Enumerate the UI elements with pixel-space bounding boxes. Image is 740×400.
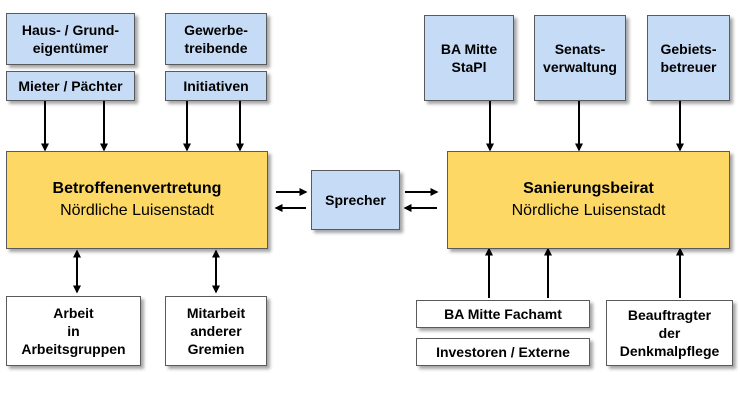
box-investoren-externe: Investoren / Externe: [416, 338, 590, 366]
box-mieter-paechter: Mieter / Pächter: [6, 71, 135, 101]
box-arbeit-arbeitsgruppen-label: Arbeit in Arbeitsgruppen: [21, 305, 126, 357]
box-haus-grundeigentuemer: Haus- / Grund- eigentümer: [6, 13, 135, 65]
box-mitarbeit-gremien-label: Mitarbeit anderer Gremien: [186, 305, 246, 357]
box-beauftragter-denkmalpflege-label: Beauftragter der Denkmalpflege: [619, 307, 720, 359]
box-senatsverwaltung: Senats- verwaltung: [534, 15, 626, 101]
box-ba-mitte-stapl: BA Mitte StaPl: [424, 15, 514, 101]
box-sprecher: Sprecher: [311, 170, 400, 230]
box-mitarbeit-gremien: Mitarbeit anderer Gremien: [165, 296, 267, 366]
box-mieter-paechter-label: Mieter / Pächter: [18, 78, 123, 94]
box-gebietsbetreuer: Gebiets- betreuer: [647, 15, 730, 101]
box-haus-grundeigentuemer-label: Haus- / Grund- eigentümer: [21, 22, 120, 56]
box-gewerbetreibende: Gewerbe- treibende: [165, 13, 267, 65]
betroffenenvertretung-title: Betroffenenvertretung: [52, 180, 222, 197]
box-initiativen: Initiativen: [165, 71, 267, 101]
box-sanierungsbeirat: Sanierungsbeirat Nördliche Luisenstadt: [447, 151, 730, 249]
box-betroffenenvertretung: Betroffenenvertretung Nördliche Luisenst…: [6, 151, 268, 249]
box-arbeit-arbeitsgruppen: Arbeit in Arbeitsgruppen: [6, 296, 141, 366]
box-ba-mitte-fachamt: BA Mitte Fachamt: [416, 300, 590, 328]
box-ba-mitte-stapl-label: BA Mitte StaPl: [440, 41, 498, 75]
box-gebietsbetreuer-label: Gebiets- betreuer: [660, 41, 717, 75]
betroffenenvertretung-subtitle: Nördliche Luisenstadt: [60, 202, 214, 219]
box-senatsverwaltung-label: Senats- verwaltung: [543, 41, 617, 75]
box-ba-mitte-fachamt-label: BA Mitte Fachamt: [444, 306, 562, 322]
box-initiativen-label: Initiativen: [183, 78, 249, 94]
box-gewerbetreibende-label: Gewerbe- treibende: [184, 22, 248, 56]
sanierungsbeirat-subtitle: Nördliche Luisenstadt: [511, 202, 666, 219]
box-sprecher-label: Sprecher: [325, 192, 386, 208]
box-beauftragter-denkmalpflege: Beauftragter der Denkmalpflege: [606, 300, 733, 366]
sanierungsbeirat-title: Sanierungsbeirat: [523, 180, 654, 197]
box-investoren-externe-label: Investoren / Externe: [436, 344, 570, 360]
